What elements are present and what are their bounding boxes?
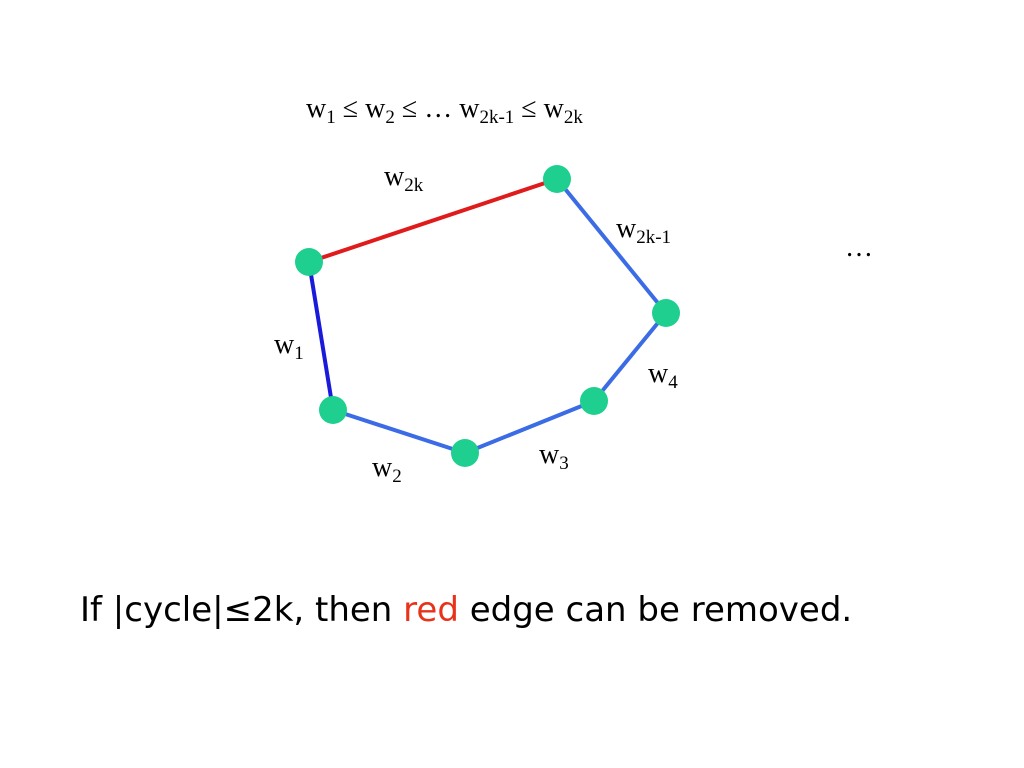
node-lower-right <box>580 387 608 415</box>
caption: If |cycle|≤2k, then red edge can be remo… <box>80 586 980 634</box>
label-w1: w1 <box>274 329 304 364</box>
label-w4: w4 <box>648 358 678 393</box>
edge-w3 <box>464 399 595 455</box>
title-w2k-1: w <box>459 93 480 124</box>
edge-w4 <box>592 311 668 403</box>
edge-w2k-red <box>308 177 558 264</box>
title-w2k: w <box>544 93 565 124</box>
title-w1-sub: 1 <box>326 107 336 128</box>
node-lower-left <box>319 396 347 424</box>
title-leq-2: ≤ … <box>395 93 459 124</box>
node-top-right <box>543 165 571 193</box>
title-leq-3: ≤ <box>514 93 543 124</box>
ellipsis: … <box>845 232 873 263</box>
weight-order-inequality: w1 ≤ w2 ≤ … w2k-1 ≤ w2k <box>306 93 583 128</box>
label-w2k-1: w2k-1 <box>616 213 671 248</box>
caption-highlight: red <box>403 590 459 630</box>
label-w3: w3 <box>539 439 569 474</box>
edge-w1 <box>307 261 335 411</box>
label-w2: w2 <box>372 452 402 487</box>
label-w2k: w2k <box>384 161 424 196</box>
title-w2: w <box>365 93 386 124</box>
title-w2-sub: 2 <box>385 107 395 128</box>
node-bottom <box>451 439 479 467</box>
title-leq-1: ≤ <box>336 93 365 124</box>
caption-after: edge can be removed. <box>458 590 853 630</box>
node-left <box>295 248 323 276</box>
node-right <box>652 299 680 327</box>
edge-w2k-1 <box>555 177 668 315</box>
caption-before: If |cycle|≤2k, then <box>80 590 404 630</box>
title-w1: w <box>306 93 327 124</box>
title-w2k-1-sub: 2k-1 <box>479 107 514 128</box>
title-w2k-sub: 2k <box>564 107 584 128</box>
edge-w2 <box>332 408 466 455</box>
